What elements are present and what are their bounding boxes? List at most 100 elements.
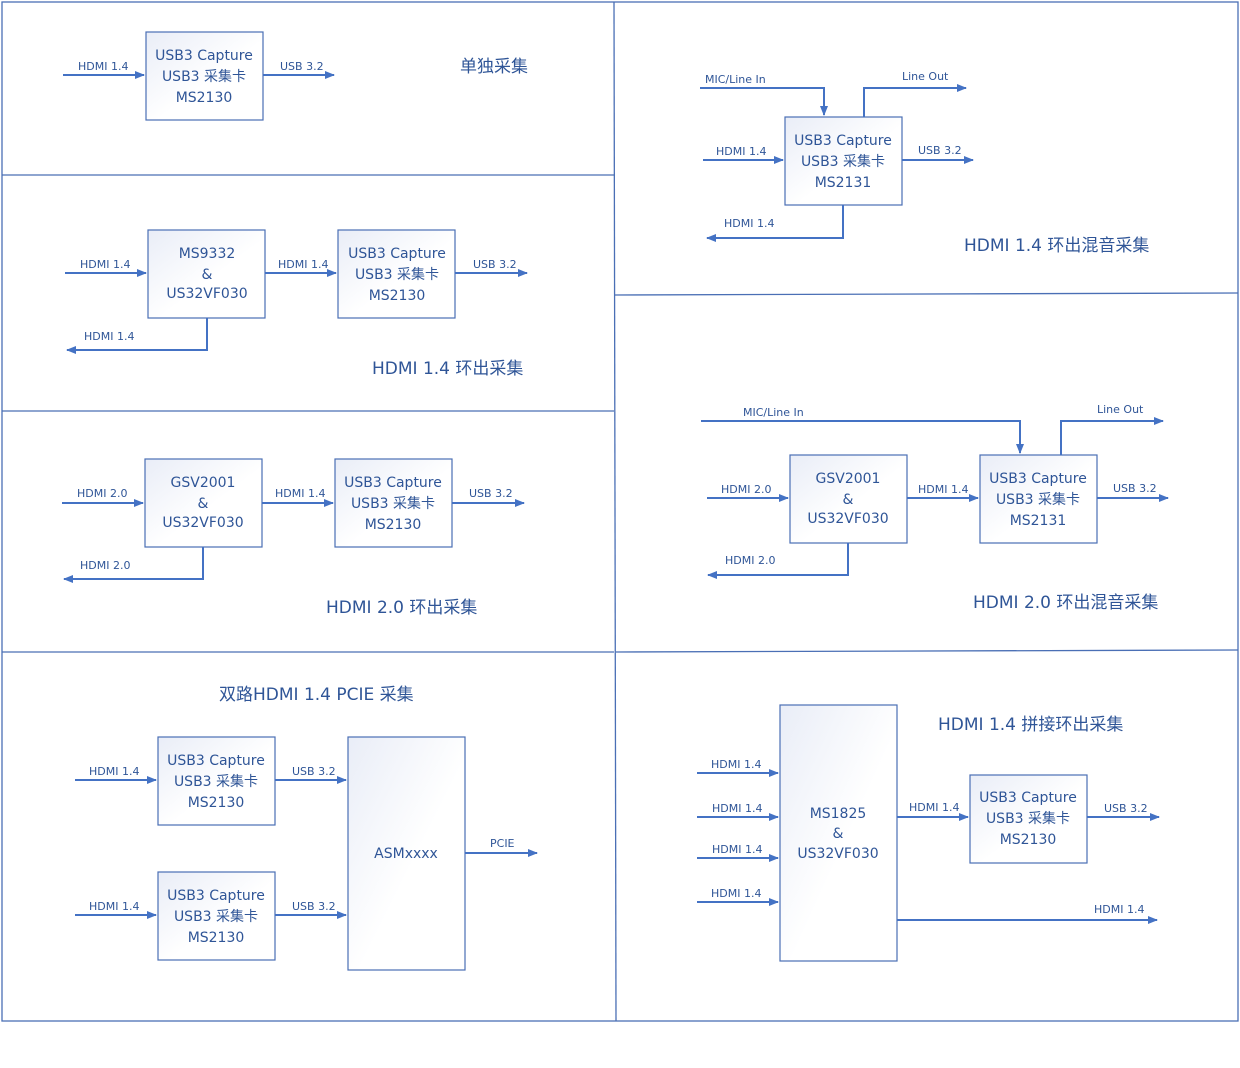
outer-frame (1, 1, 1239, 1022)
box-b-line-2: USB3 采集卡 (174, 908, 258, 925)
box-a-line-1: USB3 Capture (167, 753, 265, 769)
hdmi-loop-arrow (707, 543, 849, 579)
hdmi-input-2-label: HDMI 1.4 (712, 802, 762, 815)
box-a-line-3: US32VF030 (807, 511, 888, 527)
center-divider (613, 1, 617, 1022)
box-a-line-2: & (843, 492, 854, 508)
box-b-line-3: MS2130 (369, 288, 426, 304)
box-line-1: USB3 Capture (155, 48, 253, 64)
hdmi-input-label: HDMI 2.0 (77, 487, 127, 500)
hdmi-input-4-label: HDMI 1.4 (711, 887, 761, 900)
panel-title: HDMI 2.0 环出采集 (326, 598, 477, 618)
hdmi-input-label: HDMI 1.4 (78, 60, 128, 73)
hdmi-loop-label: HDMI 2.0 (80, 559, 130, 572)
box-line-2: USB3 采集卡 (162, 68, 246, 85)
mic-input-arrow (701, 420, 1024, 454)
box-a-line-2: USB3 采集卡 (174, 773, 258, 790)
usb-b-label: USB 3.2 (292, 900, 336, 913)
divider-right-1 (613, 292, 1239, 296)
ms2130-box (145, 31, 264, 121)
hdmi-loop-arrow (706, 205, 844, 242)
pcie-output-label: PCIE (490, 837, 515, 850)
box-line-3: MS2131 (815, 175, 872, 191)
hdmi-mid-label: HDMI 1.4 (909, 801, 959, 814)
box-b-line-3: MS2130 (1000, 832, 1057, 848)
hdmi-loop-arrow (66, 318, 208, 354)
panel-dual-hdmi-pcie-capture: 双路HDMI 1.4 PCIE 采集 USB3 Capture USB3 采集卡… (75, 685, 538, 971)
mic-input-arrow (700, 87, 828, 116)
hdmi-loop-arrow (63, 547, 204, 583)
box-a-line-3: MS2130 (188, 795, 245, 811)
box-a-line-1: MS1825 (810, 806, 867, 822)
panel-title: HDMI 1.4 环出混音采集 (964, 236, 1149, 256)
panel-hdmi14-loop-capture: MS9332 & US32VF030 USB3 Capture USB3 采集卡… (65, 229, 528, 379)
panel-title: HDMI 1.4 拼接环出采集 (938, 715, 1123, 735)
ms2131-box (979, 454, 1098, 544)
ms2131-box (784, 116, 903, 206)
ms9332-box (147, 229, 266, 319)
hdmi-mid-label: HDMI 1.4 (275, 487, 325, 500)
box-b-line-1: USB3 Capture (989, 471, 1087, 487)
box-a-line-1: MS9332 (179, 246, 236, 262)
panel-title: 双路HDMI 1.4 PCIE 采集 (219, 685, 414, 705)
panel-hdmi20-loop-capture: GSV2001 & US32VF030 USB3 Capture USB3 采集… (62, 458, 525, 618)
ms2130-box (334, 458, 453, 548)
hdmi-input-b-label: HDMI 1.4 (89, 900, 139, 913)
box-b-line-1: USB3 Capture (344, 475, 442, 491)
panel-title: 单独采集 (460, 57, 528, 77)
box-a-line-3: US32VF030 (797, 846, 878, 862)
box-b-line-1: USB3 Capture (979, 790, 1077, 806)
box-a-line-1: GSV2001 (816, 471, 881, 487)
usb-output-label: USB 3.2 (1113, 482, 1157, 495)
hdmi-input-label: HDMI 1.4 (716, 145, 766, 158)
hdmi-mid-label: HDMI 1.4 (278, 258, 328, 271)
hdmi-loop-label: HDMI 1.4 (1094, 903, 1144, 916)
panel-hdmi20-loop-mix-capture: GSV2001 & US32VF030 USB3 Capture USB3 采集… (701, 403, 1169, 613)
mic-input-label: MIC/Line In (743, 406, 804, 419)
line-out-label: Line Out (1097, 403, 1144, 416)
usb-output-label: USB 3.2 (469, 487, 513, 500)
panel-title: HDMI 1.4 环出采集 (372, 359, 523, 379)
box-a-line-1: GSV2001 (171, 475, 236, 491)
usb-output-label: USB 3.2 (918, 144, 962, 157)
hdmi-input-1-label: HDMI 1.4 (711, 758, 761, 771)
hdmi-loop-label: HDMI 2.0 (725, 554, 775, 567)
line-out-arrow (1060, 417, 1164, 455)
box-a-line-2: & (198, 496, 209, 512)
hdmi-mid-label: HDMI 1.4 (918, 483, 968, 496)
panel-hdmi14-loop-mix-capture: USB3 Capture USB3 采集卡 MS2131 MIC/Line In… (700, 70, 1149, 256)
line-out-arrow (863, 84, 967, 117)
ms2130-box-a (157, 736, 276, 826)
box-b-line-3: MS2131 (1010, 513, 1067, 529)
box-b-line-2: USB3 采集卡 (351, 495, 435, 512)
usb-output-label: USB 3.2 (280, 60, 324, 73)
box-b-line-3: MS2130 (188, 930, 245, 946)
box-b-line-3: MS2130 (365, 517, 422, 533)
box-b-line-1: USB3 Capture (348, 246, 446, 262)
line-out-label: Line Out (902, 70, 949, 83)
ms1825-box (779, 704, 898, 962)
panel-frames (1, 1, 1239, 1022)
box-line-3: MS2130 (176, 90, 233, 106)
box-line-2: USB3 采集卡 (801, 153, 885, 170)
box-a-line-2: & (202, 267, 213, 283)
hdmi-input-a-label: HDMI 1.4 (89, 765, 139, 778)
usb-output-label: USB 3.2 (1104, 802, 1148, 815)
hdmi-input-3-label: HDMI 1.4 (712, 843, 762, 856)
hdmi-input-label: HDMI 1.4 (80, 258, 130, 271)
divider-right-2 (615, 649, 1239, 653)
box-b-line-2: USB3 采集卡 (996, 491, 1080, 508)
asmxxxx-box (347, 736, 466, 971)
usb-output-label: USB 3.2 (473, 258, 517, 271)
ms2130-box (337, 229, 456, 319)
panel-hdmi14-stitch-loop-capture: HDMI 1.4 拼接环出采集 MS1825 & US32VF030 USB3 … (697, 704, 1160, 962)
box-b-line-2: USB3 采集卡 (355, 266, 439, 283)
box-line-1: USB3 Capture (794, 133, 892, 149)
ms2130-box (969, 774, 1088, 864)
gsv2001-box (789, 454, 908, 544)
hdmi-loop-label: HDMI 1.4 (724, 217, 774, 230)
box-a-line-2: & (833, 826, 844, 842)
box-a-line-3: US32VF030 (166, 286, 247, 302)
box-a-line-3: US32VF030 (162, 515, 243, 531)
